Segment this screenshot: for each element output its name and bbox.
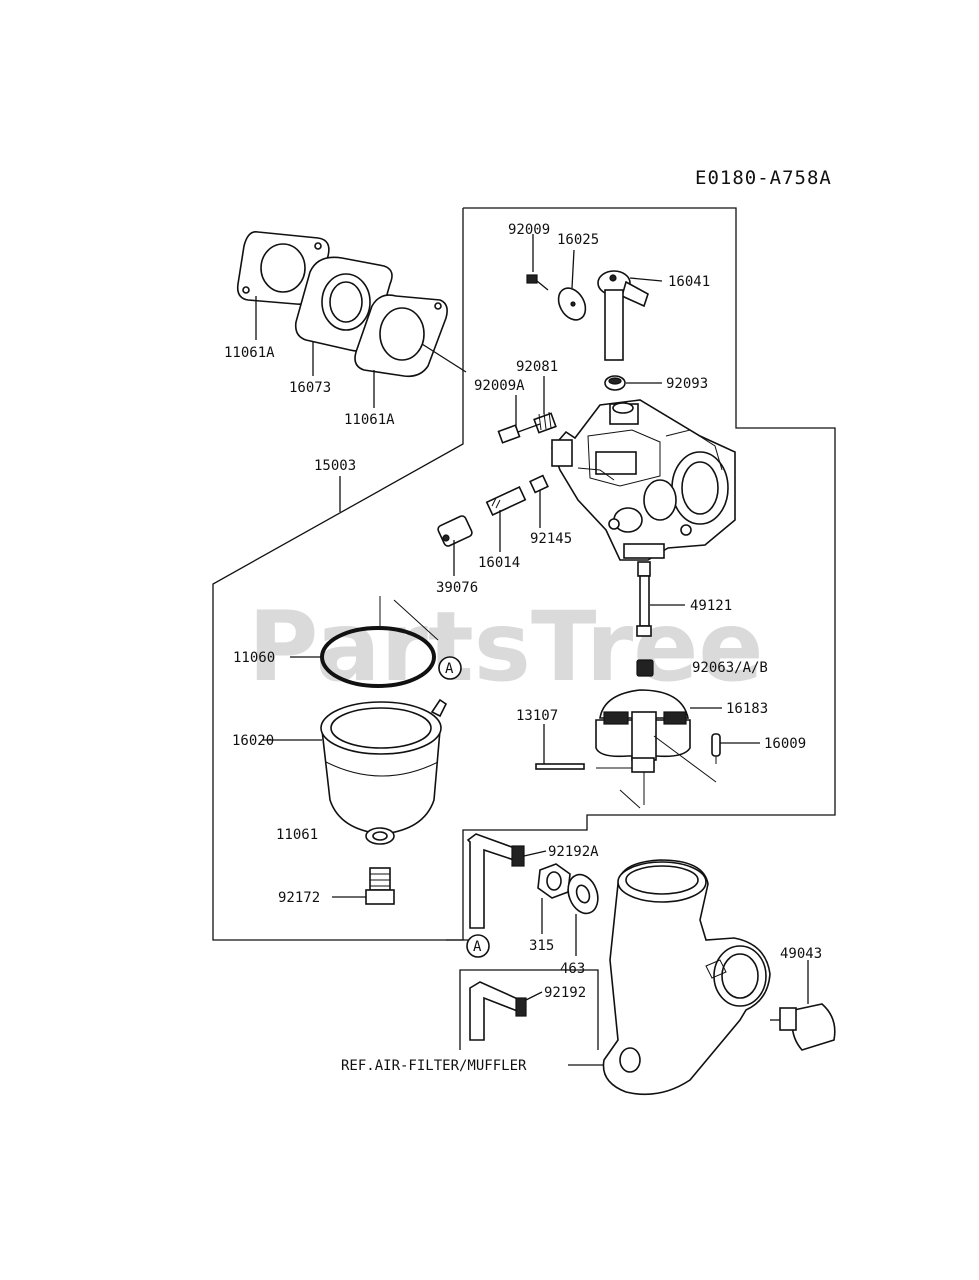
needle-valve-16009[interactable] [711,733,721,764]
label-15003[interactable]: 15003 [314,458,356,474]
ref-box-92192 [459,969,599,1050]
label-11061A-rear[interactable]: 11061A [344,412,395,428]
seal-92093[interactable] [604,375,626,391]
label-13107[interactable]: 13107 [516,708,558,724]
watermark: PartsTree [248,591,763,703]
carburetor-body[interactable] [551,399,736,561]
label-92009[interactable]: 92009 [508,222,550,238]
label-11061[interactable]: 11061 [276,827,318,843]
label-92192[interactable]: 92192 [544,985,586,1001]
screw-92009A[interactable] [497,423,541,444]
o-ring-92145[interactable] [529,474,549,494]
label-16009[interactable]: 16009 [764,736,806,752]
label-16025[interactable]: 16025 [557,232,599,248]
assembly-boundary [212,207,836,941]
label-463[interactable]: 463 [560,961,585,977]
label-11061A-front[interactable]: 11061A [224,345,275,361]
spacer-16073[interactable] [294,256,393,352]
callout-a-lower: A [466,934,490,958]
label-92192A[interactable]: 92192A [548,844,599,860]
float-16183[interactable] [595,689,691,761]
label-49043[interactable]: 49043 [780,946,822,962]
throttle-shaft-16041[interactable] [597,270,649,361]
label-ref-air-filter[interactable]: REF.AIR-FILTER/MUFFLER [341,1058,527,1074]
float-bowl-16020[interactable] [320,698,448,835]
intake-pipe[interactable] [602,859,771,1096]
label-92063[interactable]: 92063/A/B [692,660,768,676]
svg-text:A: A [445,661,454,677]
plug-39076[interactable] [437,515,473,548]
label-92093[interactable]: 92093 [666,376,708,392]
screw-92009[interactable] [526,274,549,291]
label-16041[interactable]: 16041 [668,274,710,290]
label-11060[interactable]: 11060 [233,650,275,666]
label-92009A[interactable]: 92009A [474,378,525,394]
label-315[interactable]: 315 [529,938,554,954]
float-pin-13107[interactable] [535,763,585,770]
washer-463[interactable] [563,870,603,917]
label-92145[interactable]: 92145 [530,531,572,547]
label-49121[interactable]: 49121 [690,598,732,614]
label-16020[interactable]: 16020 [232,733,274,749]
drain-bolt-92172[interactable] [365,867,395,905]
leader-lines [255,234,809,1066]
float-hinge [596,735,717,809]
part-labels: 92009 16025 16041 11061A 16073 11061A 92… [224,222,822,1074]
label-92081[interactable]: 92081 [516,359,558,375]
label-16014[interactable]: 16014 [478,555,520,571]
label-92172[interactable]: 92172 [278,890,320,906]
nut-315[interactable] [537,863,571,899]
diagram-code: E0180-A758A [695,167,832,189]
label-39076[interactable]: 39076 [436,580,478,596]
pilot-jet-16014[interactable] [485,485,527,517]
washer-11061[interactable] [365,827,395,845]
gasket-11061A-rear[interactable] [354,294,448,378]
main-jet-92063[interactable] [636,659,654,677]
fuel-cut-solenoid-49043[interactable] [770,1003,836,1051]
plate-16025[interactable] [553,283,591,324]
tube-92192A[interactable] [466,833,525,929]
svg-text:A: A [473,939,482,955]
label-16073[interactable]: 16073 [289,380,331,396]
callout-a-upper: A [438,656,462,680]
spring-92081[interactable] [533,411,557,434]
main-nozzle-49121[interactable] [636,561,652,637]
label-16183[interactable]: 16183 [726,701,768,717]
